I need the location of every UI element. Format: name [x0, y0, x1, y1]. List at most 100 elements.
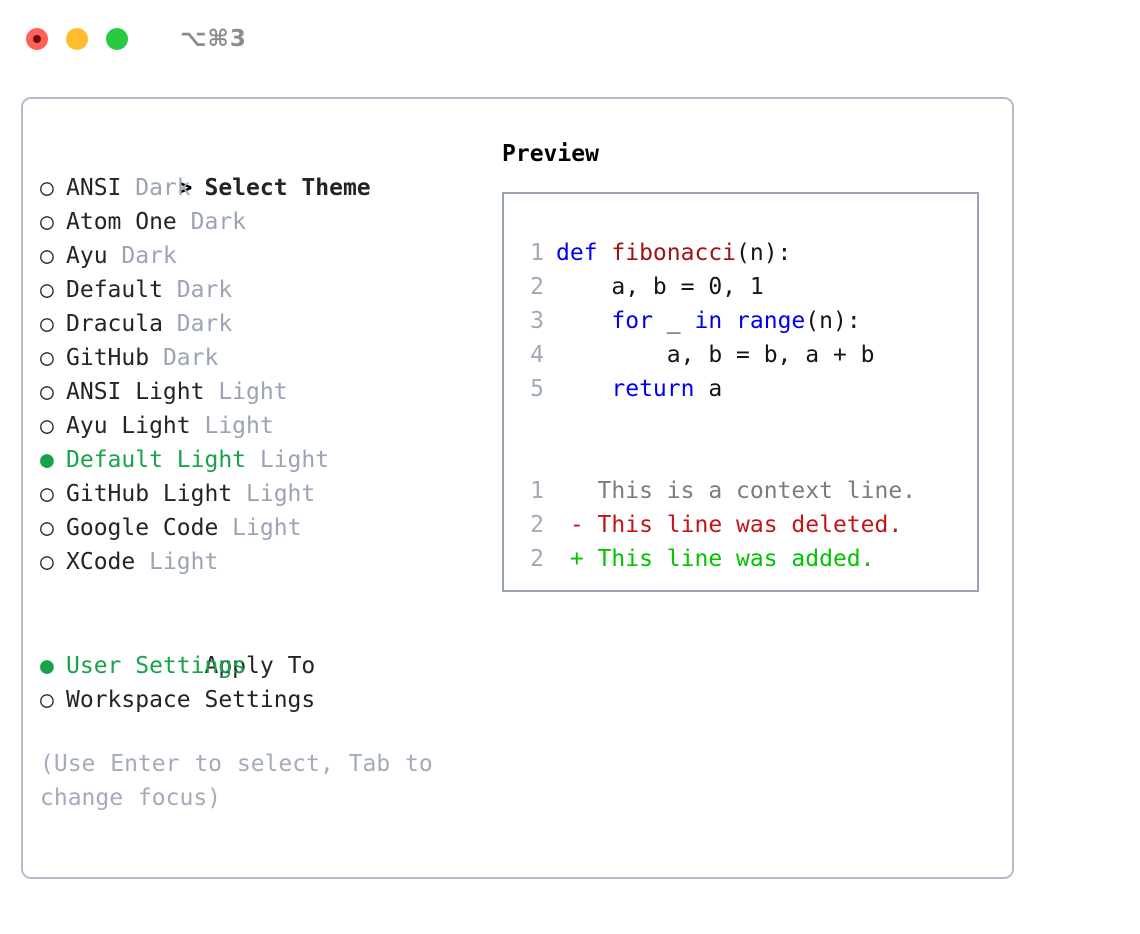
- diff-text: This is a context line.: [597, 478, 917, 504]
- theme-list-item[interactable]: ○ Atom One Dark: [40, 205, 490, 239]
- theme-category-label: Light: [232, 481, 316, 507]
- apply-to-option-label: Workspace Settings: [66, 687, 316, 713]
- apply-to-option-label: User Settings: [66, 653, 247, 679]
- prompt-caret-icon: >: [178, 175, 193, 201]
- line-number: 1: [530, 240, 544, 266]
- theme-category-label: Light: [190, 413, 274, 439]
- theme-name-label: Atom One: [66, 209, 177, 235]
- theme-name-label: ANSI Light: [66, 379, 205, 405]
- diff-sign: [556, 478, 598, 504]
- theme-name-label: GitHub Light: [66, 481, 233, 507]
- code-token: a: [694, 376, 723, 402]
- diff-text: This line was added.: [597, 546, 875, 572]
- theme-list-item[interactable]: ○GitHub Light Light: [40, 477, 490, 511]
- theme-category-label: Dark: [176, 209, 247, 235]
- radio-unselected-icon: ○: [40, 209, 54, 235]
- theme-list-item[interactable]: ○Default Dark: [40, 273, 490, 307]
- radio-unselected-icon: ○: [40, 345, 54, 371]
- main-panel: >Select Theme ○ANSI Dark○Atom One Dark○A…: [21, 97, 1014, 879]
- apply-to-list: ● User Settings ○ Workspace Settings: [40, 649, 490, 717]
- line-number: 1: [530, 478, 544, 504]
- theme-name-label: Dracula: [66, 311, 163, 337]
- line-number: 2: [530, 274, 544, 300]
- theme-list-item[interactable]: ○XCode Light: [40, 545, 490, 579]
- select-theme-heading: >Select Theme: [40, 137, 490, 201]
- diff-text: This line was deleted.: [597, 512, 903, 538]
- radio-unselected-icon: ○: [40, 413, 54, 439]
- diff-line: 2 + This line was added.: [504, 542, 977, 576]
- code-token: range: [736, 308, 806, 334]
- theme-category-label: Light: [246, 447, 330, 473]
- code-token: def: [556, 240, 612, 266]
- radio-unselected-icon: ○: [40, 515, 54, 541]
- close-button-icon[interactable]: [26, 28, 48, 50]
- theme-name-label: Default Light: [66, 447, 247, 473]
- code-line: 2 a, b = 0, 1: [504, 270, 977, 304]
- theme-category-label: Light: [135, 549, 219, 575]
- code-token: (n):: [736, 240, 792, 266]
- code-token: [556, 308, 611, 334]
- theme-selector-column: >Select Theme ○ANSI Dark○Atom One Dark○A…: [40, 137, 490, 815]
- theme-list-item[interactable]: ○ Google Code Light: [40, 511, 490, 545]
- code-token: [722, 308, 736, 334]
- diff-sample: 1 This is a context line. 2 - This line w…: [504, 474, 977, 576]
- preview-title: Preview: [502, 141, 599, 167]
- radio-unselected-icon: ○: [40, 311, 54, 337]
- theme-category-label: Dark: [162, 311, 233, 337]
- line-number: 3: [530, 308, 544, 334]
- apply-to-heading: Apply To: [40, 615, 490, 679]
- apply-to-option[interactable]: ● User Settings: [40, 649, 490, 683]
- theme-name-label: Google Code: [66, 515, 219, 541]
- diff-line: 1 This is a context line.: [504, 474, 977, 508]
- keyboard-shortcut-label: ⌥⌘3: [180, 26, 247, 52]
- theme-list-item[interactable]: ○ Dracula Dark: [40, 307, 490, 341]
- code-diff-spacer: [504, 406, 977, 440]
- minimize-button-icon[interactable]: [66, 28, 88, 50]
- theme-name-label: Ayu Light: [66, 413, 191, 439]
- radio-unselected-icon: ○: [40, 687, 54, 713]
- window-controls: [26, 28, 128, 50]
- theme-name-label: XCode: [66, 549, 136, 575]
- code-token: a, b = 0, 1: [556, 274, 764, 300]
- theme-list-item[interactable]: ●Default Light Light: [40, 443, 490, 477]
- code-token: return: [611, 376, 695, 402]
- code-token: _: [652, 308, 695, 334]
- code-line: 3 for _ in range(n):: [504, 304, 977, 338]
- keyboard-hint-text: (Use Enter to select, Tab to change focu…: [40, 751, 433, 811]
- code-diff-spacer-2: [504, 440, 977, 474]
- maximize-button-icon[interactable]: [106, 28, 128, 50]
- code-line: 5 return a: [504, 372, 977, 406]
- radio-unselected-icon: ○: [40, 277, 54, 303]
- theme-category-label: Dark: [107, 243, 177, 269]
- theme-list: ○ANSI Dark○Atom One Dark○Ayu Dark○Defaul…: [40, 171, 490, 579]
- theme-list-item[interactable]: ○ANSI Light Light: [40, 375, 490, 409]
- theme-name-label: Default: [66, 277, 163, 303]
- radio-unselected-icon: ○: [40, 175, 54, 201]
- radio-selected-icon: ●: [40, 653, 54, 679]
- theme-category-label: Dark: [149, 345, 219, 371]
- line-number: 2: [530, 546, 544, 572]
- theme-list-item[interactable]: ○ GitHub Dark: [40, 341, 490, 375]
- theme-name-label: GitHub: [66, 345, 150, 371]
- line-number: 4: [530, 342, 544, 368]
- line-number: 2: [530, 512, 544, 538]
- theme-category-label: Light: [218, 515, 302, 541]
- titlebar: ⌥⌘3: [0, 0, 1140, 78]
- theme-list-item[interactable]: ○ Ayu Light Light: [40, 409, 490, 443]
- diff-sign: +: [556, 546, 598, 572]
- theme-name-label: Ayu: [66, 243, 108, 269]
- theme-category-label: Dark: [121, 175, 191, 201]
- theme-list-item[interactable]: ○Ayu Dark: [40, 239, 490, 273]
- theme-name-label: ANSI: [66, 175, 122, 201]
- apply-to-label: Apply To: [204, 653, 316, 679]
- code-line: 4 a, b = b, a + b: [504, 338, 977, 372]
- line-number: 5: [530, 376, 544, 402]
- theme-list-item[interactable]: ○ ANSI Dark: [40, 171, 490, 205]
- code-token: for: [611, 308, 653, 334]
- apply-to-option[interactable]: ○ Workspace Settings: [40, 683, 490, 717]
- diff-sign: -: [556, 512, 598, 538]
